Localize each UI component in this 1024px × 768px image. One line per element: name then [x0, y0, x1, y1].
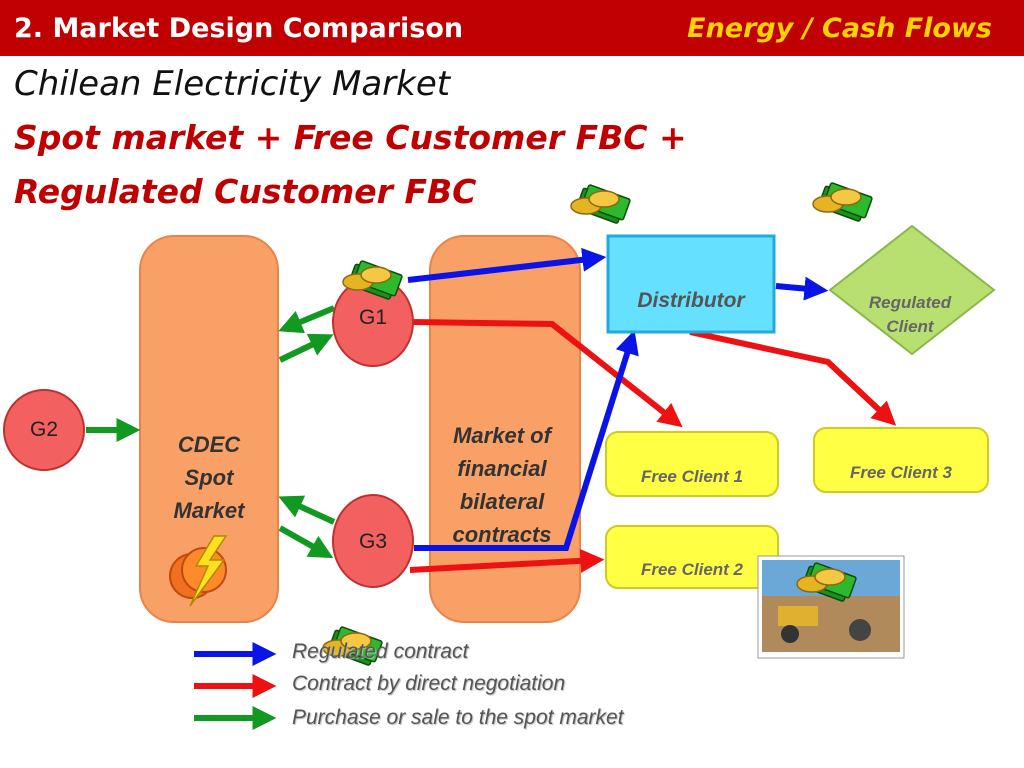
free-client-2-label: Free Client 2 [641, 560, 744, 579]
g3-label: G3 [359, 530, 387, 553]
g3-to-distributor-arrow [414, 329, 639, 551]
g1-to-free-client-1-arrow [411, 319, 683, 428]
bilateral-label-line-2: financial [457, 456, 547, 481]
regulated-client-label-line-2: Client [886, 317, 935, 336]
distributor-label: Distributor [637, 289, 746, 312]
subtitle-line-2: Regulated Customer FBC [14, 172, 477, 211]
free-client-1-label: Free Client 1 [641, 467, 743, 486]
section-title: 2. Market Design Comparison [14, 13, 464, 44]
regulated-client-label-line-1: Regulated [869, 293, 952, 312]
g3-to-free-client-2-arrow [409, 548, 605, 573]
subtitle-line-1: Spot market + Free Customer FBC + [14, 118, 687, 157]
bilateral-contracts-node [429, 235, 581, 623]
g3-node [332, 494, 414, 588]
bilateral-label-line-4: contracts [452, 522, 551, 547]
topic-title: Energy / Cash Flows [687, 13, 992, 44]
distributor-to-free-client-3-arrow [689, 329, 897, 426]
g3-to-spot-arrow [278, 495, 336, 525]
free-client-3-node [813, 427, 989, 493]
distributor-node [606, 234, 776, 334]
distributor-to-regulated-client-arrow [775, 276, 829, 301]
g2-node [3, 389, 85, 471]
legend-label-regulated: Regulated contract [292, 640, 469, 663]
bilateral-label-line-3: bilateral [460, 489, 545, 514]
header-bar: 2. Market Design Comparison Energy / Cas… [0, 0, 1024, 56]
cdec-label-line-1: CDEC [178, 432, 241, 457]
g2-label: G2 [30, 418, 58, 441]
cash-icon-regulated-client [812, 181, 874, 223]
legend-label-direct: Contract by direct negotiation [292, 672, 566, 695]
legend-label-spot: Purchase or sale to the spot market [292, 706, 624, 729]
spot-to-g1-arrow [278, 333, 334, 363]
spot-to-g3-arrow [278, 525, 334, 559]
cdec-label-line-3: Market [174, 498, 247, 523]
g1-to-spot-arrow [278, 305, 336, 334]
g1-to-distributor-arrow [407, 247, 607, 283]
page-title: Chilean Electricity Market [14, 64, 451, 104]
energy-icon [169, 535, 228, 607]
mining-truck-photo [757, 555, 905, 659]
cdec-label-line-2: Spot [185, 465, 236, 490]
regulated-client-node [828, 224, 996, 356]
free-client-3-label: Free Client 3 [850, 463, 953, 482]
bilateral-label-line-1: Market of [453, 423, 553, 448]
g1-label: G1 [359, 306, 387, 329]
cash-icon-distributor [570, 183, 632, 225]
free-client-1-node [605, 431, 779, 497]
